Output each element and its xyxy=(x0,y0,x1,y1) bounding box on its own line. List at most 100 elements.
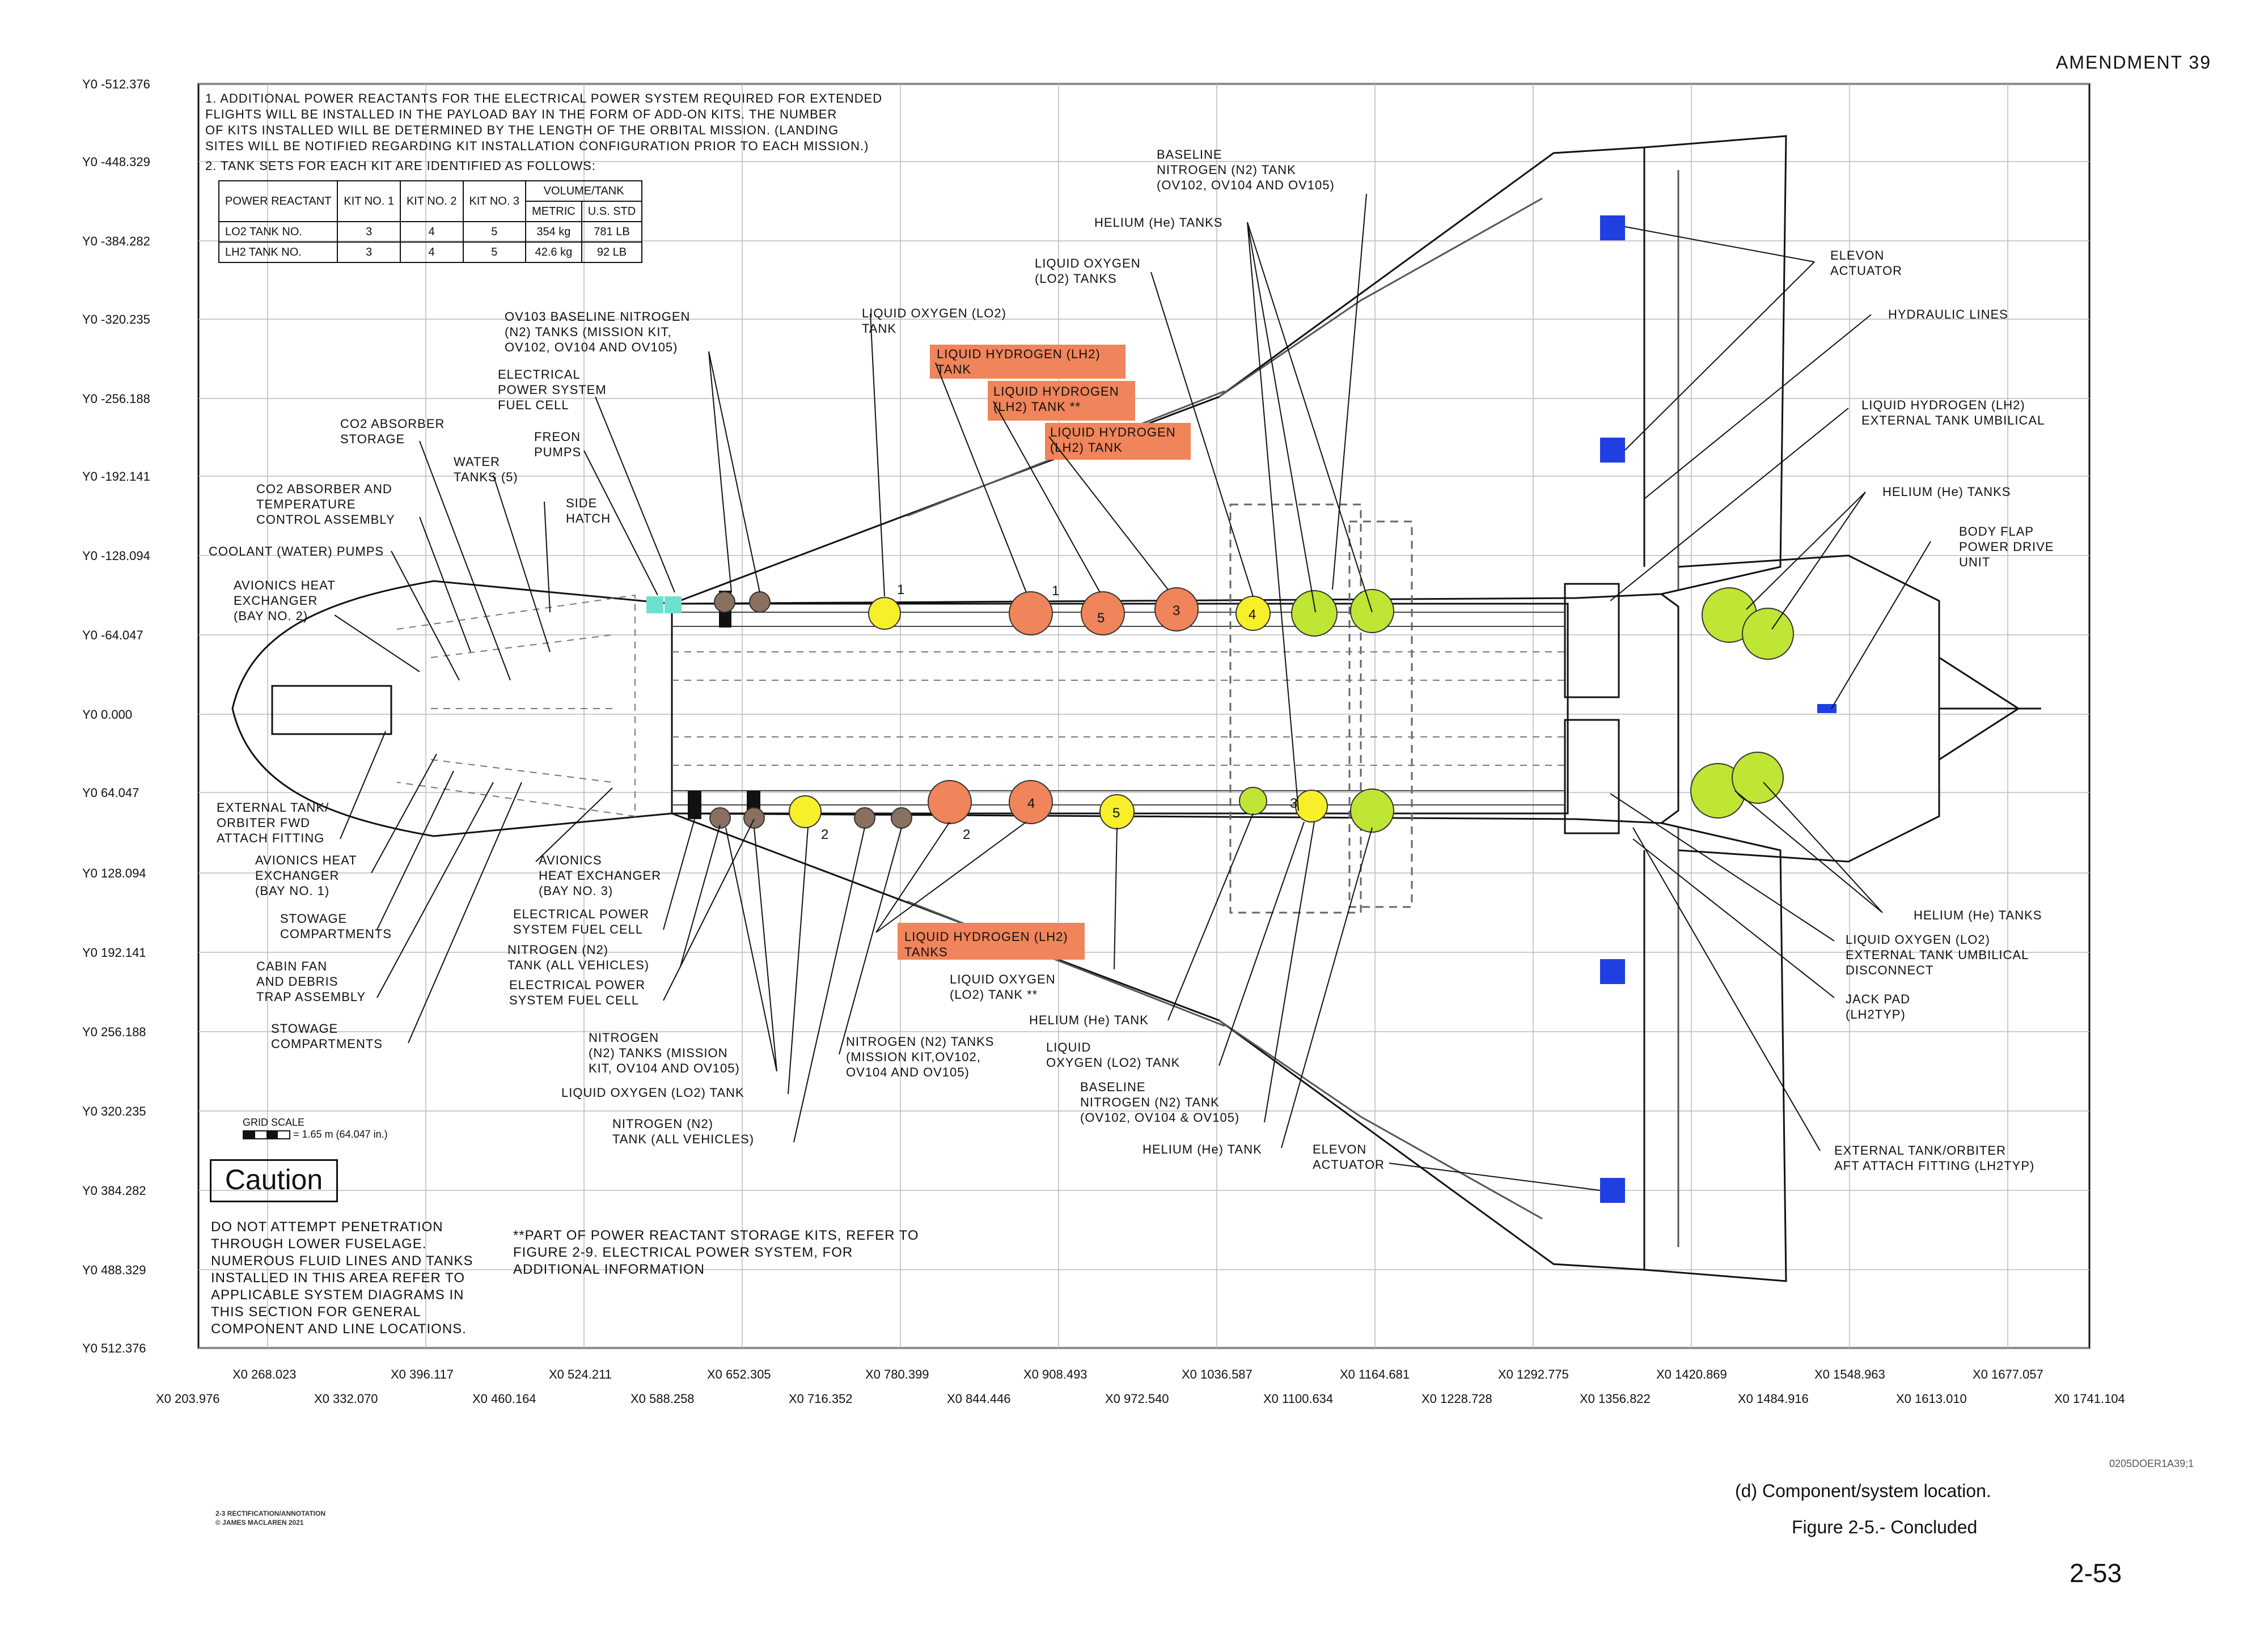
leader-helium-right-bottom xyxy=(1734,782,1883,913)
figure-title: Figure 2-5.- Concluded xyxy=(1792,1517,1978,1537)
lh2-highlight-2 xyxy=(988,381,1135,421)
lh2-tank xyxy=(1154,587,1199,631)
table-cell: LO2 TANK NO. xyxy=(218,221,338,243)
x-axis-tick-label: X0 908.493 xyxy=(1023,1367,1088,1381)
figure-caption: (d) Component/system location. xyxy=(1735,1481,1991,1501)
table-header-kit3: KIT NO. 3 xyxy=(462,180,527,222)
label-helium-tank-1: HELIUM (He) TANK xyxy=(1029,1013,1149,1027)
leader-freon xyxy=(583,450,658,596)
actuator-3 xyxy=(1600,959,1625,984)
upper-wing xyxy=(671,135,1787,605)
x-axis-tick-label: X0 1677.057 xyxy=(1973,1367,2043,1381)
leader-helium-2 xyxy=(1281,827,1373,1148)
lower-wing xyxy=(671,812,1787,1282)
leader-avionics-3 xyxy=(535,787,613,862)
grid-scale-value: = 1.65 m (64.047 in.) xyxy=(293,1129,388,1140)
x-axis-tick-label: X0 1036.587 xyxy=(1182,1367,1253,1381)
leader-elevon-bottom xyxy=(1389,1163,1601,1191)
fuel-cells xyxy=(688,591,760,819)
umbilical-box-bottom xyxy=(1564,719,1620,834)
x-axis-tick-label: X0 972.540 xyxy=(1105,1392,1169,1406)
lh2-highlight-4 xyxy=(898,923,1085,960)
label-lh2-tank-3: LIQUID HYDROGEN(LH2) TANK xyxy=(1050,425,1176,455)
label-lo2-tanks-top: LIQUID OXYGEN(LO2) TANKS xyxy=(1035,256,1141,286)
x-axis-tick-label: X0 524.211 xyxy=(549,1367,612,1381)
leader-lh2-3 xyxy=(1048,436,1169,590)
tank-number: 1 xyxy=(1052,583,1059,599)
tank-number: 4 xyxy=(1027,796,1035,811)
y-axis-tick-label: Y0 128.094 xyxy=(82,866,146,880)
x-axis-tick-label: X0 332.070 xyxy=(314,1392,378,1406)
leader-water xyxy=(493,474,551,652)
lower-wing-edge xyxy=(907,900,1225,1027)
actuator-2 xyxy=(1600,438,1625,463)
tank-number: 5 xyxy=(1112,805,1120,821)
leader-lo2-tank xyxy=(870,313,885,597)
label-lo2-tank: LIQUID OXYGEN (LO2)TANK xyxy=(862,306,1006,336)
x-axis-tick-label: X0 1741.104 xyxy=(2054,1392,2125,1406)
leader-lh2-umbilical xyxy=(1610,408,1849,601)
tank-number: 5 xyxy=(1097,610,1105,626)
tank-number: 2 xyxy=(821,827,828,842)
caution-text: DO NOT ATTEMPT PENETRATION THROUGH LOWER… xyxy=(211,1219,473,1337)
x-axis-tick-label: X0 1356.822 xyxy=(1580,1392,1651,1406)
table-cell: 4 xyxy=(399,221,464,243)
y-axis-tick-label: Y0 -320.235 xyxy=(82,312,150,327)
tank-number: 4 xyxy=(1249,607,1256,622)
tank-number: 2 xyxy=(963,827,970,842)
label-lo2-tank-bottom: LIQUID OXYGEN (LO2) TANK xyxy=(561,1086,744,1100)
x-axis-tick-label: X0 844.446 xyxy=(947,1392,1011,1406)
y-axis-tick-label: Y0 256.188 xyxy=(82,1025,146,1039)
y-axis-tick-label: Y0 320.235 xyxy=(82,1104,146,1118)
leader-side-hatch xyxy=(544,501,551,613)
helium-tank xyxy=(1350,788,1394,833)
x-axis-tick-label: X0 1228.728 xyxy=(1421,1392,1492,1406)
bay-dashed-lines xyxy=(672,651,1565,766)
n2-tank xyxy=(891,807,912,829)
table-header-kit2: KIT NO. 2 xyxy=(399,180,464,222)
leader-n2-all-2 xyxy=(793,827,865,1143)
orbiter-planform xyxy=(231,135,2041,1282)
actuator-4 xyxy=(1600,1178,1625,1203)
y-axis-tick-label: Y0 -384.282 xyxy=(82,234,150,248)
y-axis-tick-label: Y0 384.282 xyxy=(82,1184,146,1198)
label-helium-right-top: HELIUM (He) TANKS xyxy=(1882,485,2011,499)
table-cell: 42.6 kg xyxy=(525,241,582,263)
drawing-reference: 0205DOER1A39;1 xyxy=(2109,1458,2194,1469)
leader-ov103 xyxy=(708,351,760,593)
body-flap-pdu xyxy=(1817,704,1837,713)
lh2-highlight-1 xyxy=(930,345,1125,379)
y-axis-tick-label: Y0 64.047 xyxy=(82,786,139,800)
tank-number: 3 xyxy=(1290,796,1297,811)
leader-hydraulic xyxy=(1644,314,1872,499)
leader-et-fwd xyxy=(340,731,386,840)
x-axis-tick-label: X0 203.976 xyxy=(156,1392,220,1406)
lo2-tank xyxy=(1295,790,1328,823)
y-axis-tick-label: Y0 488.329 xyxy=(82,1263,146,1277)
label-helium-tank-2: HELIUM (He) TANK xyxy=(1143,1142,1262,1156)
leader-lh2-bottom xyxy=(875,821,1027,933)
lo2-tank xyxy=(868,597,901,630)
table-cell: 5 xyxy=(462,241,527,263)
n2-tank xyxy=(709,807,731,829)
label-helium-tanks-top: HELIUM (He) TANKS xyxy=(1094,215,1222,230)
label-n2-mission-2: NITROGEN (N2) TANKS(MISSION KIT,OV102,OV… xyxy=(846,1035,994,1079)
leader-lh2-2 xyxy=(993,401,1101,593)
label-lo2-tank-star: LIQUID OXYGEN(LO2) TANK ** xyxy=(950,972,1056,1002)
umbilical-box-top xyxy=(1564,583,1620,698)
leader-eps-top xyxy=(595,396,675,593)
tank-number: 3 xyxy=(1173,603,1180,618)
label-jack-pad: JACK PAD(LH2TYP) xyxy=(1846,992,1910,1021)
support-frame-2 xyxy=(1348,520,1413,908)
table-cell: 5 xyxy=(462,221,527,243)
x-axis-tick-label: X0 780.399 xyxy=(865,1367,929,1381)
